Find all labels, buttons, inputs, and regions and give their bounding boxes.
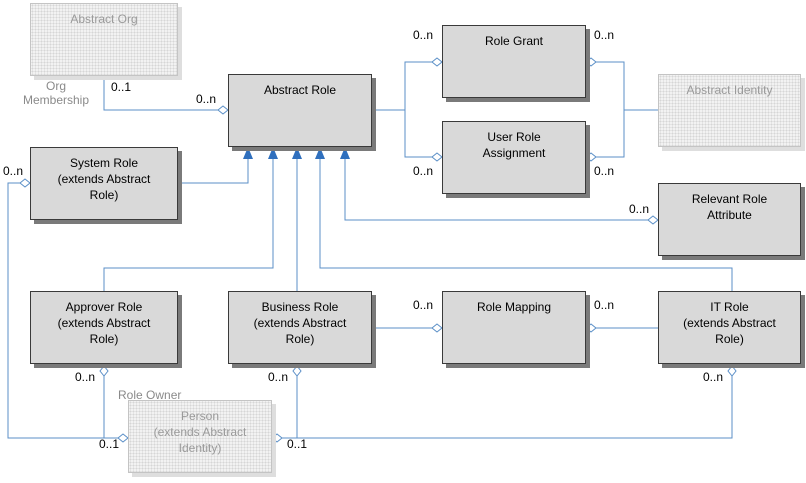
approver-inherit-line <box>103 156 274 291</box>
role-grant-right-line <box>586 61 658 111</box>
role-mapping-right-diamond <box>585 323 597 333</box>
business-arrow <box>292 147 302 159</box>
it-role-multiplicity: 0..n <box>703 370 724 384</box>
org-membership-label: Org Membership <box>22 79 90 107</box>
org-membership-line <box>103 76 228 111</box>
abstract-org-title: Abstract Org <box>70 12 138 26</box>
role-mapping-left-multiplicity: 0..n <box>413 298 434 312</box>
person-right-multiplicity: 0..1 <box>287 437 308 451</box>
abstract-identity-title: Abstract Identity <box>686 83 773 97</box>
abstract-role-org-multiplicity: 0..n <box>196 92 217 106</box>
abstract-org-box: Abstract Org <box>30 3 178 76</box>
approver-diamond <box>99 365 109 377</box>
business-diamond <box>292 365 302 377</box>
relevant-attr-arrow <box>340 147 350 159</box>
ura-right-diamond <box>585 152 597 162</box>
role-grant-left-line <box>372 61 442 111</box>
ura-left-diamond <box>431 152 443 162</box>
relevant-role-attribute-box: Relevant Role Attribute <box>658 183 801 256</box>
aggregation-diamonds <box>19 57 737 443</box>
it-role-diamond <box>727 365 737 377</box>
role-grant-right-diamond <box>585 57 597 67</box>
system-role-multiplicity: 0..n <box>3 164 24 178</box>
relevant-role-attribute-title: Relevant Role Attribute <box>691 192 768 222</box>
system-role-box: System Role (extends Abstract Role) <box>30 147 178 220</box>
system-role-arrow <box>243 147 253 159</box>
role-mapping-right-multiplicity: 0..n <box>594 298 615 312</box>
role-grant-left-multiplicity: 0..n <box>413 28 434 42</box>
business-role-title: Business Role (extends Abstract Role) <box>253 300 347 346</box>
it-role-title: IT Role (extends Abstract Role) <box>683 300 776 346</box>
org-role-diamond <box>217 105 229 115</box>
role-grant-box: Role Grant <box>442 25 586 98</box>
person-box: Person (extends Abstract Identity) <box>128 400 272 473</box>
role-grant-title: Role Grant <box>484 34 544 48</box>
abstract-identity-box: Abstract Identity <box>658 74 801 147</box>
it-role-box: IT Role (extends Abstract Role) <box>658 291 801 364</box>
person-left-multiplicity: 0..1 <box>99 437 120 451</box>
approver-role-title: Approver Role (extends Abstract Role) <box>57 300 151 346</box>
it-role-arrow <box>315 147 325 159</box>
relevant-attr-line <box>344 156 658 221</box>
approver-arrow <box>268 147 278 159</box>
system-role-owner-line <box>7 182 128 439</box>
system-role-inherit-line <box>178 156 249 184</box>
role-mapping-title: Role Mapping <box>476 300 552 314</box>
inheritance-arrows <box>243 147 350 159</box>
abstract-role-title: Abstract Role <box>263 83 337 97</box>
role-grant-left-diamond <box>431 57 443 67</box>
system-role-title: System Role (extends Abstract Role) <box>57 156 151 202</box>
business-multiplicity: 0..n <box>268 370 289 384</box>
relevant-attr-diamond <box>647 215 659 225</box>
business-role-box: Business Role (extends Abstract Role) <box>228 291 372 364</box>
role-grant-right-multiplicity: 0..n <box>594 28 615 42</box>
person-right-diamond <box>271 433 283 443</box>
role-mapping-left-diamond <box>431 323 443 333</box>
person-left-diamond <box>117 433 129 443</box>
relevant-attr-multiplicity: 0..n <box>629 202 650 216</box>
ura-left-line <box>404 110 442 158</box>
connector-lines <box>7 61 733 439</box>
user-role-assignment-title: User Role Assignment <box>482 130 546 160</box>
org-multiplicity: 0..1 <box>111 80 132 94</box>
role-mapping-box: Role Mapping <box>442 291 586 364</box>
system-role-diamond <box>19 178 31 188</box>
person-title: Person (extends Abstract Identity) <box>153 409 247 455</box>
ura-right-multiplicity: 0..n <box>594 164 615 178</box>
role-owner-label: Role Owner <box>118 388 182 402</box>
ura-left-multiplicity: 0..n <box>413 164 434 178</box>
approver-multiplicity: 0..n <box>75 370 96 384</box>
it-role-owner-line <box>272 366 733 439</box>
user-role-assignment-box: User Role Assignment <box>442 121 586 194</box>
abstract-role-box: Abstract Role <box>228 74 372 147</box>
it-role-inherit-line <box>319 156 733 291</box>
approver-role-box: Approver Role (extends Abstract Role) <box>30 291 178 364</box>
ura-right-line <box>586 110 625 158</box>
